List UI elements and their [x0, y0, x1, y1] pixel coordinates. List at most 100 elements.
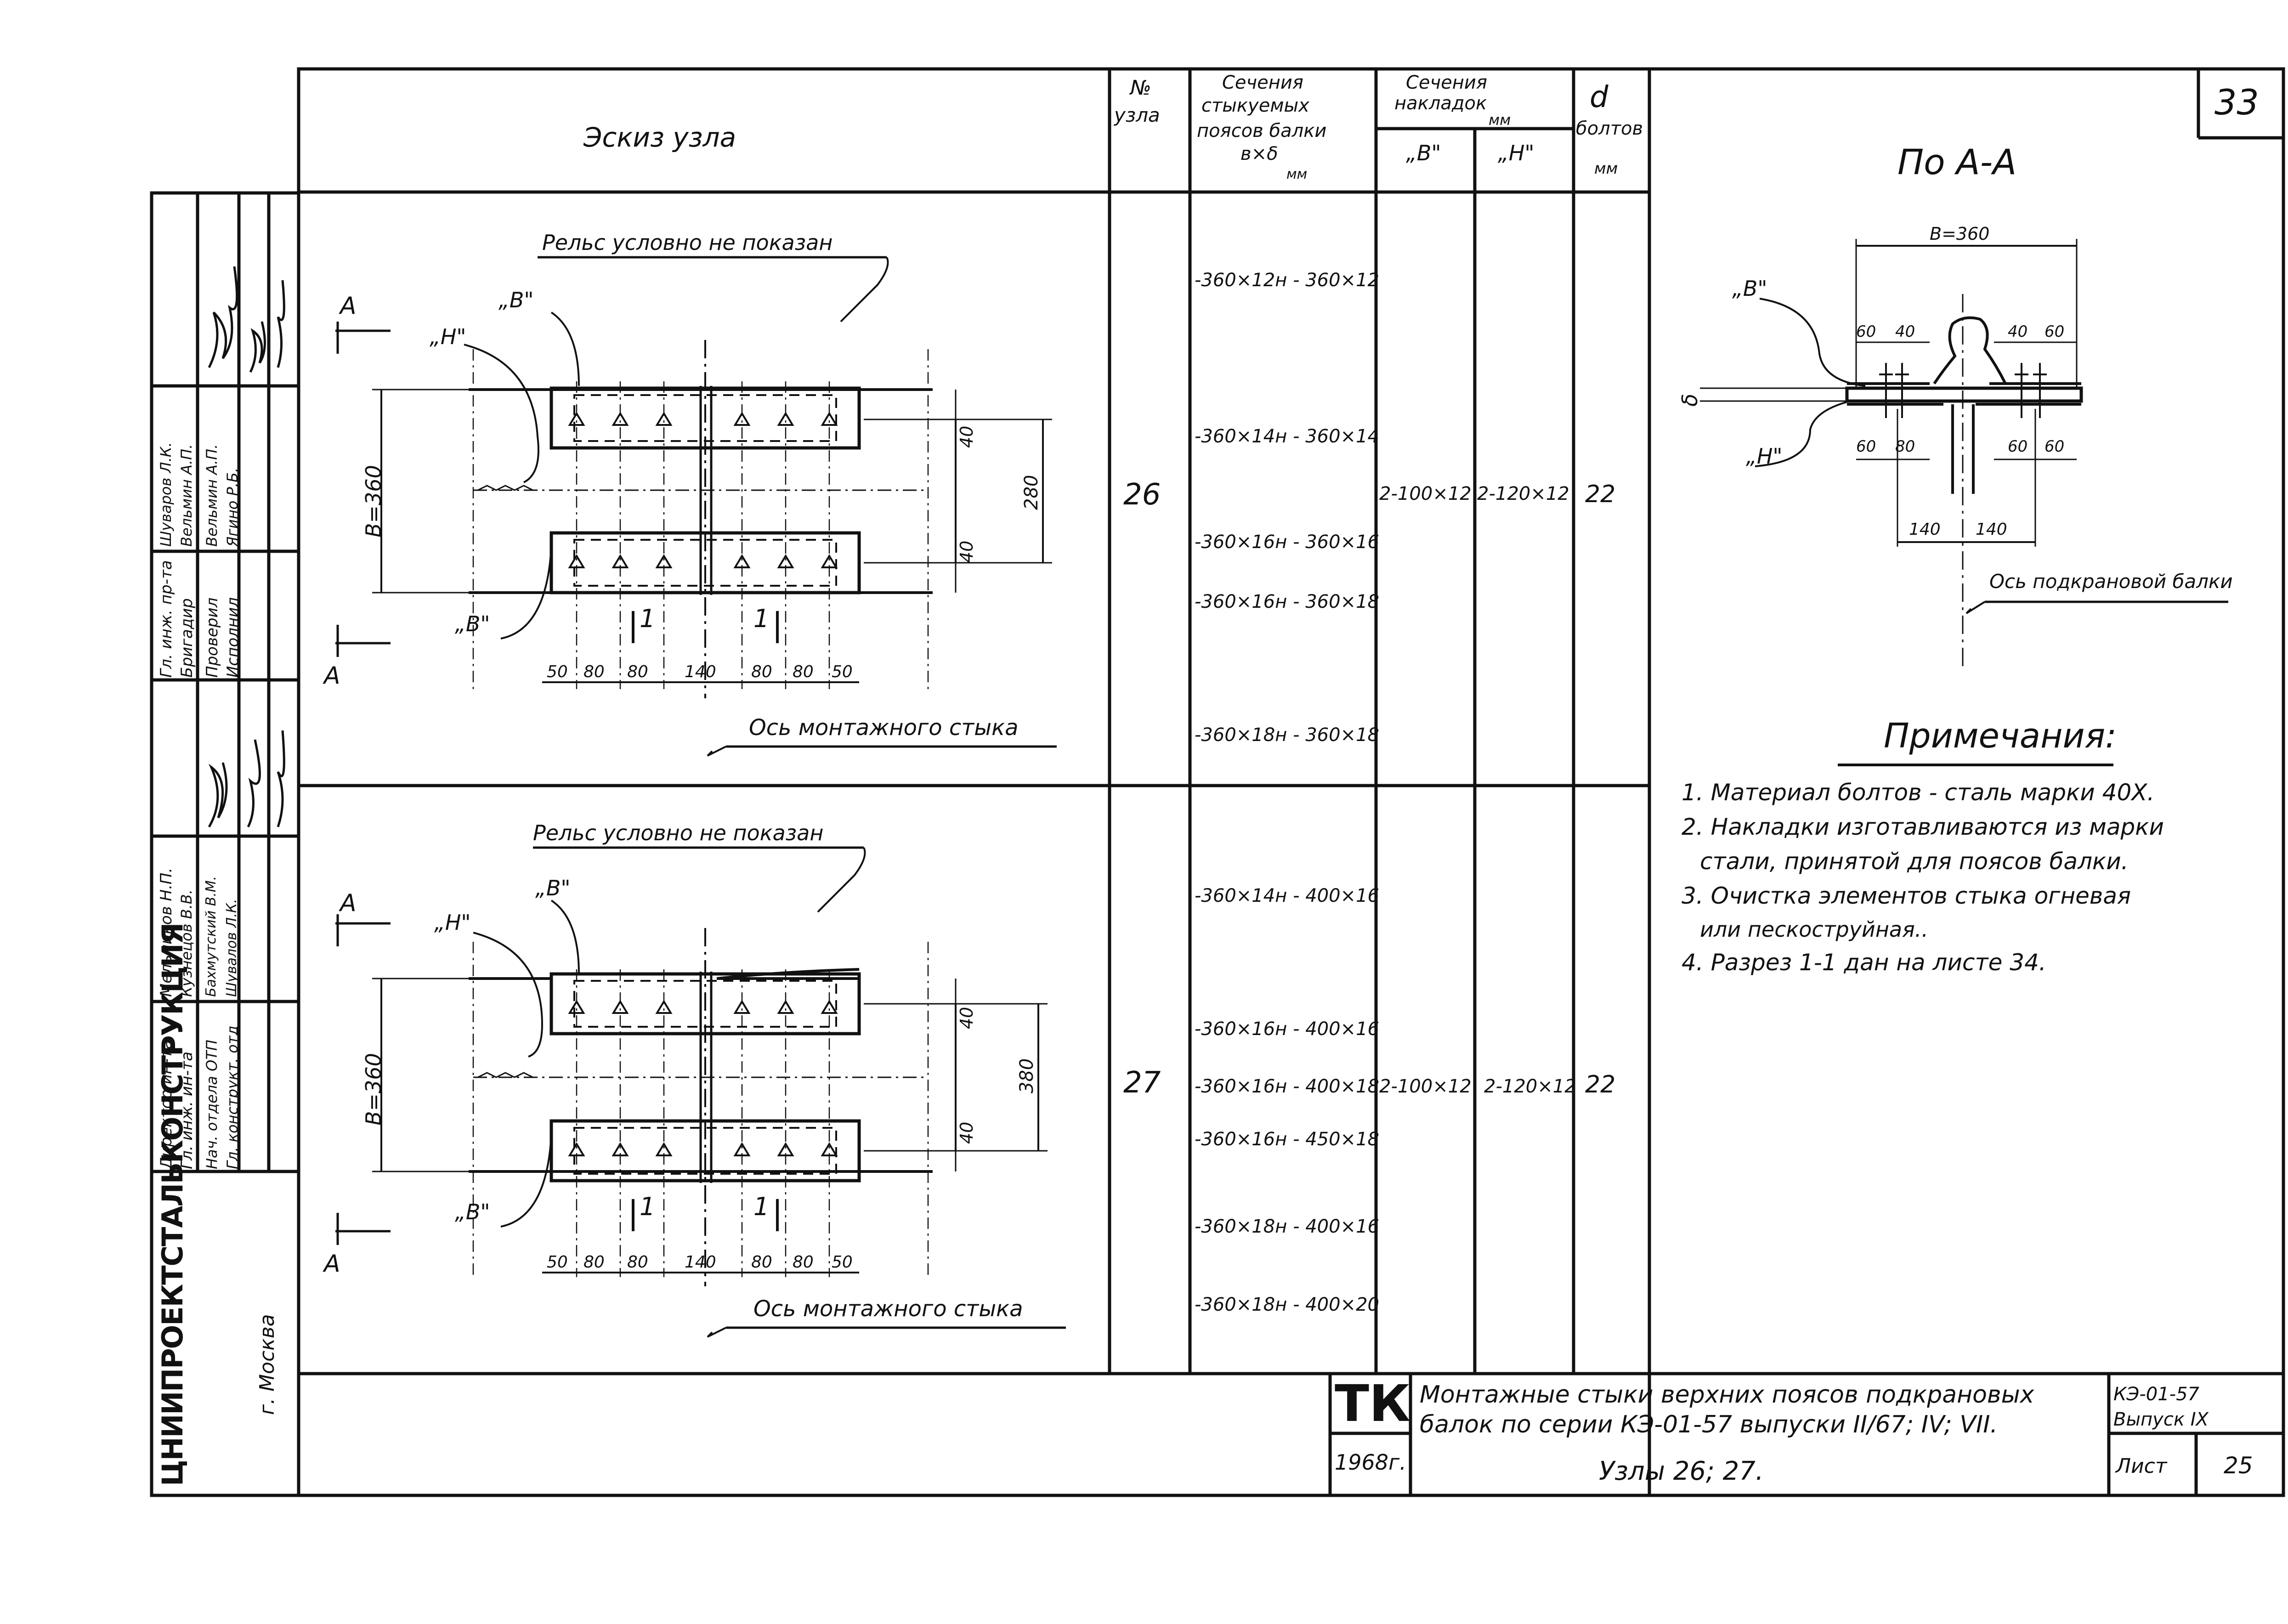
row-plate-n: 2-120×12: [1477, 483, 1569, 504]
note-item: стали, принятой для поясов балки.: [1700, 848, 2129, 875]
section-axis-note: Ось подкрановой балки: [1989, 570, 2233, 593]
section-label-b: „В": [1732, 276, 1767, 301]
stamp-role: Гл. конструкт. отд: [224, 1025, 241, 1169]
row-bolt-d: 22: [1585, 481, 1616, 508]
frame-stamp: [150, 191, 300, 1497]
sheet-number: 33: [2214, 82, 2259, 123]
rail-note: Рельс условно не показан: [533, 820, 824, 845]
axis-note: Ось монтажного стыка: [749, 715, 1019, 741]
header-sections-3: поясов балки: [1197, 120, 1327, 141]
header-node-label: узла: [1114, 104, 1160, 126]
section-dim: 40: [2008, 323, 2028, 341]
row-section: -360×16н - 360×16: [1195, 532, 1379, 553]
chain-dim: 80: [627, 1253, 648, 1272]
chain-dim: 80: [627, 662, 648, 681]
chain-dim: 80: [751, 662, 772, 681]
chain-dim: 50: [547, 1253, 568, 1272]
row-section: -360×18н - 400×16: [1195, 1216, 1379, 1237]
chain-dim: 80: [583, 1253, 605, 1272]
section-aa: [1700, 239, 2228, 671]
note-item: или пескоструйная..: [1700, 917, 1928, 942]
note-item: 1. Материал болтов - сталь марки 40Х.: [1682, 779, 2155, 806]
dim-40: 40: [957, 1007, 977, 1029]
section-title: По А-А: [1897, 141, 2017, 182]
section-mark-1: 1: [640, 1192, 656, 1221]
chain-dim: 140: [685, 1253, 716, 1272]
header-plates-n: „Н": [1498, 141, 1535, 165]
stamp-name: Вельмин А.П.: [178, 444, 195, 547]
header-d: d: [1590, 80, 1608, 114]
header-plates-b: „В": [1406, 141, 1441, 165]
signatures: [208, 266, 285, 828]
chain-dim: 80: [751, 1253, 772, 1272]
header-sections: Сечения: [1222, 72, 1303, 93]
row-section: -360×16н - 400×18: [1195, 1076, 1379, 1097]
sheet-no: 25: [2224, 1452, 2253, 1479]
tk-mark: ТК: [1335, 1374, 1410, 1433]
section-dim: 60: [2044, 323, 2065, 341]
label-b-top: „В": [535, 876, 571, 900]
row-section: -360×18н - 360×18: [1195, 724, 1379, 746]
stamp-name: Мельников Н.П.: [157, 867, 176, 997]
row-section: -360×14н - 400×16: [1195, 885, 1379, 906]
stamp-name: Ягино Р.Б.: [224, 467, 241, 547]
tk-year: 1968г.: [1335, 1450, 1406, 1475]
note-item: 3. Очистка элементов стыка огневая: [1682, 883, 2131, 909]
stamp-city: г. Москва: [255, 1314, 279, 1415]
header-plates: Сечения: [1406, 72, 1487, 93]
chain-dim: 50: [832, 1253, 853, 1272]
rail-note: Рельс условно не показан: [542, 230, 833, 255]
stamp-role: Гл. инж. ин-та: [178, 1051, 196, 1169]
stamp-role: Нач. отдела ОТП: [203, 1040, 221, 1169]
section-mark-1: 1: [753, 1192, 770, 1221]
header-sketch: Эскиз узла: [583, 122, 736, 153]
header-sections-unit: мм: [1286, 166, 1308, 182]
note-item: 2. Накладки изготавливаются из марки: [1682, 814, 2164, 840]
label-n: „Н": [434, 910, 471, 935]
label-b-top: „В": [498, 288, 534, 312]
drawing-title: балок по серии КЭ-01-57 выпуски II/67; I…: [1420, 1411, 1998, 1438]
section-dim: 40: [1895, 323, 1915, 341]
chain-dim: 50: [547, 662, 568, 681]
stamp-name: Бахмутский В.М.: [203, 876, 219, 997]
section-dim: 140: [1976, 520, 2007, 539]
section-dim: 60: [1856, 437, 1876, 456]
row-node-number: 27: [1123, 1066, 1161, 1100]
stamp-role: Проверил: [203, 597, 221, 678]
stamp-role: Директор ин-та: [157, 1040, 176, 1169]
section-label-a: А: [340, 292, 357, 320]
dim-380: 380: [1016, 1058, 1037, 1093]
section-dim: 140: [1909, 520, 1941, 539]
section-label-a: А: [324, 662, 340, 690]
sketch-node-26: [335, 256, 1057, 757]
axis-note: Ось монтажного стыка: [753, 1296, 1023, 1322]
section-mark-1: 1: [753, 604, 770, 633]
row-section: -360×16н - 400×16: [1195, 1019, 1379, 1040]
header-plates-2: накладок: [1394, 93, 1487, 114]
section-delta: δ: [1677, 393, 1702, 407]
sheet-label: Лист: [2116, 1454, 2167, 1478]
stamp-role: Бригадир: [178, 598, 196, 678]
chain-dim: 80: [583, 662, 605, 681]
header-d-unit: мм: [1594, 159, 1618, 178]
chain-dim: 50: [832, 662, 853, 681]
stamp-role: Исполнил: [224, 597, 242, 678]
row-section: -360×14н - 360×14: [1195, 426, 1379, 447]
section-dim: 60: [2044, 437, 2065, 456]
dim-280: 280: [1021, 475, 1042, 510]
stamp-name: Шувалов Л.К.: [224, 899, 240, 997]
chain-dim: 140: [685, 662, 716, 681]
dim-width: В=360: [361, 1053, 386, 1126]
dim-40: 40: [957, 540, 977, 563]
chain-dim: 80: [793, 662, 814, 681]
row-section: -360×18н - 400×20: [1195, 1294, 1379, 1315]
series-code: КЭ-01-57: [2113, 1384, 2199, 1405]
section-dim: 60: [1856, 323, 1876, 341]
section-dim: 60: [2008, 437, 2028, 456]
issue-code: Выпуск IX: [2113, 1409, 2209, 1430]
row-section: -360×16н - 360×18: [1195, 591, 1379, 612]
stamp-name: Вельмин А.П.: [203, 444, 221, 547]
stamp-name: Шуваров Л.К.: [157, 442, 175, 547]
row-node-number: 26: [1123, 478, 1161, 512]
